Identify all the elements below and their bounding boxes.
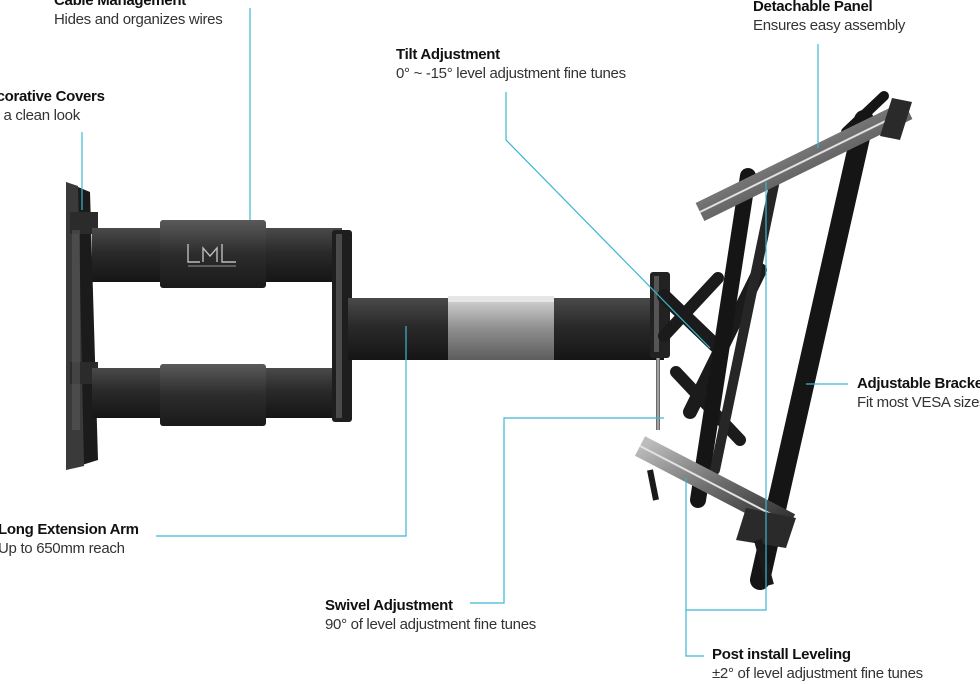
callout-cable-management: Cable Management Hides and organizes wir…: [54, 0, 223, 30]
callout-title: Decorative Covers: [0, 88, 105, 105]
extension-arm: [348, 296, 664, 360]
brand-logo: [187, 244, 236, 267]
callout-desc: 90° of level adjustment fine tunes: [325, 616, 536, 633]
callout-swivel-adjustment: Swivel Adjustment 90° of level adjustmen…: [325, 597, 536, 635]
callout-title: Cable Management: [54, 0, 186, 9]
callout-adjustable-bracket: Adjustable Bracket Fit most VESA sizes: [857, 375, 980, 413]
leader-post-install-leveling-2: [686, 182, 767, 611]
lower-arm: [92, 364, 342, 426]
upper-arm: [92, 220, 342, 288]
tv-bracket: [634, 91, 913, 590]
elbow-joint: [332, 230, 352, 422]
callout-title: Adjustable Bracket: [857, 375, 980, 392]
leader-lines: [81, 8, 848, 657]
callout-post-install-leveling: Post install Leveling ±2° of level adjus…: [712, 646, 923, 684]
callout-desc: For a clean look: [0, 107, 80, 124]
leader-swivel-adjustment: [470, 417, 664, 604]
wall-plate: [66, 182, 98, 470]
callout-desc: 0° ~ -15° level adjustment fine tunes: [396, 65, 626, 82]
callout-title: Tilt Adjustment: [396, 46, 500, 63]
callout-desc: ±2° of level adjustment fine tunes: [712, 665, 923, 682]
callout-title: Post install Leveling: [712, 646, 851, 663]
callout-desc: Up to 650mm reach: [0, 540, 125, 557]
leader-tilt-adjustment: [505, 92, 711, 349]
callout-long-extension-arm: Long Extension Arm Up to 650mm reach: [0, 521, 139, 559]
callout-tilt-adjustment: Tilt Adjustment 0° ~ -15° level adjustme…: [396, 46, 626, 84]
callout-title: Long Extension Arm: [0, 521, 139, 538]
callout-desc: Ensures easy assembly: [753, 17, 906, 34]
callout-decorative-covers: Decorative Covers For a clean look: [0, 88, 105, 126]
leader-post-install-leveling: [685, 478, 704, 657]
callout-desc: Fit most VESA sizes: [857, 394, 980, 411]
callout-title: Detachable Panel: [753, 0, 873, 15]
callout-title: Swivel Adjustment: [325, 597, 453, 614]
callout-detachable-panel: Detachable Panel Ensures easy assembly: [753, 0, 905, 36]
leader-long-extension-arm: [156, 326, 407, 537]
callout-desc: Hides and organizes wires: [54, 11, 223, 28]
